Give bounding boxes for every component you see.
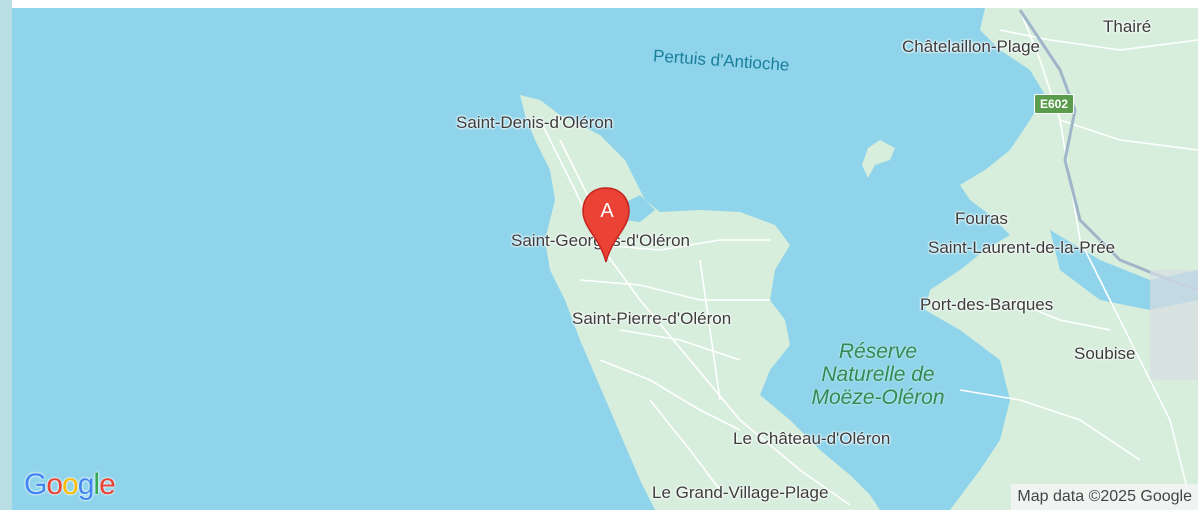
urban-area [1150, 270, 1198, 380]
label-chatelaillon: Châtelaillon-Plage [902, 37, 1040, 56]
label-port-des-barques: Port-des-Barques [920, 295, 1054, 314]
reserve-line-3: Moëze-Oléron [811, 386, 945, 410]
island-roads [539, 119, 851, 506]
mainland-roads [959, 9, 1198, 501]
google-logo[interactable]: Google [24, 468, 116, 501]
reserve-line-2: Naturelle de [821, 363, 935, 387]
islet [862, 140, 895, 178]
label-saint-laurent: Saint-Laurent-de-la-Prée [928, 238, 1116, 257]
top-frame [0, 0, 1198, 8]
label-thaire: Thairé [1103, 17, 1152, 36]
label-soubise: Soubise [1074, 344, 1136, 363]
map-pin-icon[interactable] [580, 186, 632, 264]
label-saint-denis: Saint-Denis-d'Oléron [456, 113, 614, 132]
marker-letter: A [600, 200, 614, 222]
label-saint-pierre: Saint-Pierre-d'Oléron [572, 309, 732, 328]
map-attribution[interactable]: Map data ©2025 Google [1011, 484, 1198, 510]
label-reserve: Réserve Naturelle de Moëze-Oléron [788, 340, 968, 409]
label-le-grand-village: Le Grand-Village-Plage [652, 483, 829, 502]
label-fouras: Fouras [955, 209, 1008, 228]
road-shield-e602: E602 [1034, 94, 1075, 114]
label-le-chateau: Le Château-d'Oléron [733, 429, 891, 448]
left-edge-strip [0, 0, 12, 510]
reserve-line-1: Réserve [838, 340, 918, 363]
